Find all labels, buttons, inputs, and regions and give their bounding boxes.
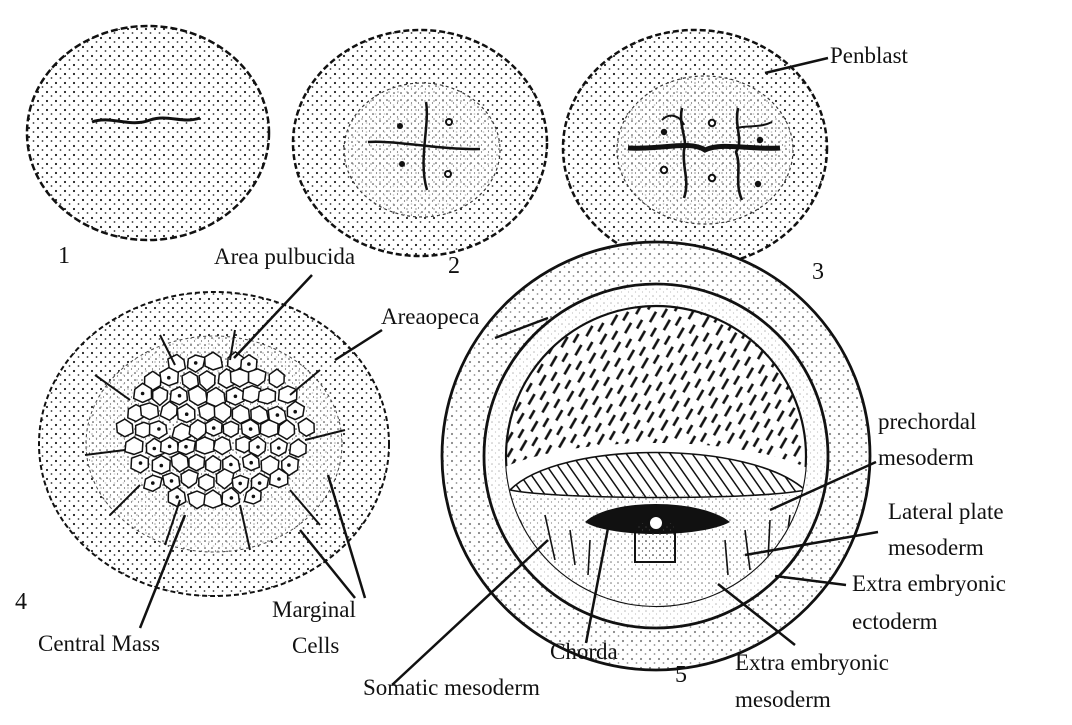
- figure-number-3: 3: [812, 260, 824, 285]
- label-prechordal-line2: mesoderm: [878, 446, 974, 470]
- cell-nucleus: [167, 376, 171, 380]
- label-areaopeca: Areaopeca: [381, 305, 479, 329]
- cell-nucleus: [229, 463, 233, 467]
- cell-nucleus: [212, 426, 216, 430]
- stage-1-embryo: [27, 26, 269, 240]
- label-extra-mesoderm-line2: mesoderm: [735, 688, 831, 712]
- blastomere-cell: [199, 474, 214, 491]
- label-somatic-mesoderm: Somatic mesoderm: [363, 676, 540, 700]
- cell-nucleus: [194, 361, 198, 365]
- blastomere-cell: [279, 386, 297, 403]
- label-central-mass: Central Mass: [38, 632, 160, 656]
- label-marginal-cells-line2: Cells: [292, 634, 339, 658]
- cell-nucleus: [234, 395, 238, 399]
- label-lateral-plate-line1: Lateral plate: [888, 500, 1004, 524]
- cell-nucleus: [293, 410, 297, 414]
- cell-nucleus: [153, 447, 157, 451]
- label-area-pulbucida: Area pulbucida: [214, 245, 355, 269]
- cell-nucleus: [168, 445, 172, 449]
- cell-nucleus: [249, 427, 253, 431]
- cell-nucleus: [160, 464, 164, 468]
- stage-3-embryo: [563, 30, 828, 266]
- label-chorda: Chorda: [550, 640, 618, 664]
- cell-nucleus: [252, 495, 256, 499]
- cell-nucleus: [276, 413, 280, 417]
- cell-nucleus: [151, 481, 155, 485]
- label-penblast: Penblast: [830, 44, 908, 68]
- cell-nucleus: [178, 394, 182, 398]
- cell-nucleus: [277, 477, 281, 481]
- figure-number-1: 1: [58, 244, 70, 269]
- cell-nucleus: [175, 495, 179, 499]
- blastomere-cell: [140, 403, 158, 420]
- stage-2-embryo: [293, 30, 547, 256]
- label-lateral-plate-line2: mesoderm: [888, 536, 984, 560]
- cell-nucleus: [287, 463, 291, 467]
- cell-nucleus: [170, 479, 174, 483]
- cell-nucleus: [184, 445, 188, 449]
- blastomere-cell: [223, 421, 239, 437]
- blastomere-cell: [196, 437, 214, 454]
- cell-nucleus: [139, 461, 143, 465]
- cell-nucleus: [277, 446, 281, 450]
- cell-nucleus: [249, 461, 253, 465]
- label-prechordal-line1: prechordal: [878, 410, 976, 434]
- cell-nucleus: [238, 482, 242, 486]
- label-extra-mesoderm-line1: Extra embryonic: [735, 651, 889, 675]
- cell-nucleus: [230, 496, 234, 500]
- stage-4-embryo: [39, 275, 389, 628]
- blastomere-cell: [258, 388, 275, 403]
- cell-nucleus: [247, 362, 251, 366]
- blastomere-cell: [189, 454, 205, 470]
- figure-number-4: 4: [15, 590, 27, 615]
- cell-nucleus: [185, 412, 189, 416]
- cell-nucleus: [256, 445, 260, 449]
- cell-nucleus: [157, 427, 161, 431]
- cell-nucleus: [141, 392, 145, 396]
- cell-nucleus: [258, 481, 262, 485]
- label-extra-ectoderm-line2: ectoderm: [852, 610, 938, 634]
- figure-number-2: 2: [448, 254, 460, 279]
- blastomere-cell: [260, 420, 278, 437]
- label-marginal-cells-line1: Marginal: [272, 598, 356, 622]
- figure-number-5: 5: [675, 663, 687, 688]
- label-extra-ectoderm-line1: Extra embryonic: [852, 572, 1006, 596]
